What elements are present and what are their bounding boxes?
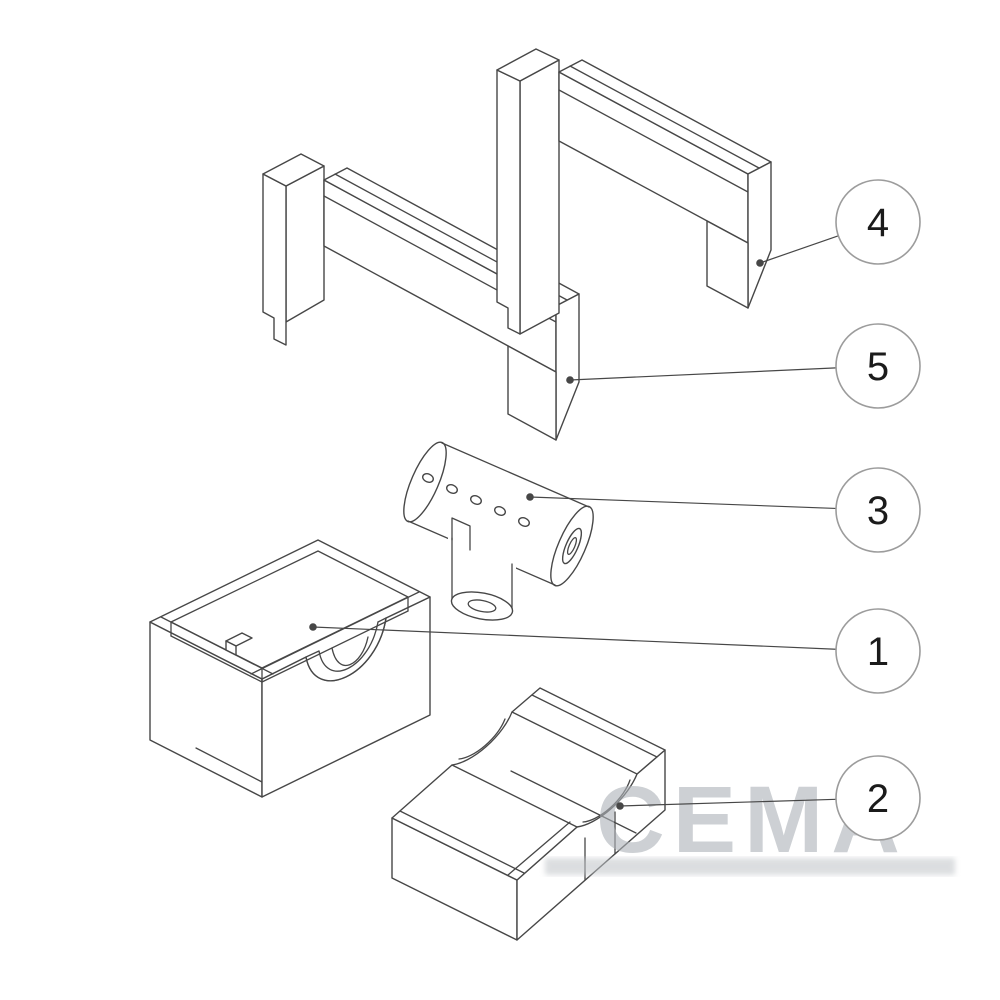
callout-2: 2 bbox=[616, 755, 921, 841]
part-4-drawing-segment bbox=[706, 220, 749, 309]
callouts-layer: 4 5 3 1 2 bbox=[309, 179, 921, 841]
callout-number: 3 bbox=[867, 489, 889, 533]
part-3-drawing-segment bbox=[494, 506, 506, 516]
callout-number: 5 bbox=[867, 345, 889, 389]
part-1-drawing-segment bbox=[331, 636, 369, 667]
part-3-drawing-segment bbox=[566, 537, 578, 555]
callout-leader-dot bbox=[616, 802, 624, 810]
callout-circle bbox=[835, 179, 921, 265]
part-2-drawing-segment bbox=[507, 821, 571, 876]
callout-4: 4 bbox=[756, 179, 921, 267]
part-5-drawing-segment bbox=[507, 345, 557, 441]
callout-leader-line bbox=[312, 626, 837, 650]
part-1-drawing-segment bbox=[195, 747, 263, 783]
part-3-drawing-segment bbox=[446, 484, 458, 494]
part-3-drawing-segment bbox=[561, 527, 583, 565]
callout-leader-line bbox=[759, 235, 839, 264]
callout-leader-dot bbox=[526, 493, 534, 501]
callout-number: 4 bbox=[867, 201, 889, 245]
part-3-drawing bbox=[403, 441, 594, 621]
part-3-drawing-segment bbox=[470, 495, 482, 505]
part-2-drawing-segment bbox=[582, 779, 631, 823]
part-4-drawing-segment bbox=[747, 161, 772, 309]
callout-leader-dot bbox=[566, 376, 574, 384]
callout-number: 2 bbox=[867, 777, 889, 821]
part-4-drawing-segment bbox=[519, 59, 560, 335]
part-2-drawing-segment bbox=[391, 764, 578, 881]
callout-3: 3 bbox=[526, 467, 921, 553]
callout-5: 5 bbox=[566, 323, 921, 409]
part-4-drawing-segment bbox=[496, 69, 521, 335]
part-2-drawing-segment bbox=[511, 687, 666, 775]
part-5-drawing-segment bbox=[555, 293, 580, 441]
part-2-drawing-segment bbox=[451, 711, 513, 766]
callout-circle bbox=[835, 323, 921, 409]
callout-leader-line bbox=[529, 496, 837, 510]
part-3-drawing-segment bbox=[422, 473, 434, 483]
watermark-subtitle-blur bbox=[545, 858, 955, 875]
part-5-drawing-segment bbox=[262, 173, 287, 346]
part-1-drawing-segment bbox=[225, 640, 237, 656]
part-4-drawing-segment bbox=[558, 89, 749, 193]
part-2-drawing-segment bbox=[458, 718, 506, 760]
callout-circle bbox=[835, 467, 921, 553]
part-4-drawing-segment bbox=[569, 65, 760, 169]
part-1-drawing-segment bbox=[377, 617, 387, 623]
callout-circle bbox=[835, 608, 921, 694]
part-4-drawing bbox=[496, 48, 772, 335]
part-3-drawing-segment bbox=[450, 591, 514, 621]
callout-1: 1 bbox=[309, 608, 921, 694]
part-2-drawing-segment bbox=[531, 694, 658, 758]
part-3-drawing-segment bbox=[441, 442, 590, 508]
callout-leader-dot bbox=[309, 623, 317, 631]
part-5-drawing-segment bbox=[285, 165, 325, 323]
part-1-drawing bbox=[149, 539, 431, 798]
part-2-drawing bbox=[391, 687, 666, 941]
callout-leader-line bbox=[569, 367, 837, 381]
part-1-drawing-segment bbox=[318, 621, 379, 672]
callout-leader-dot bbox=[756, 259, 764, 267]
part-5-drawing-segment bbox=[262, 153, 325, 187]
part-2-drawing-segment bbox=[399, 810, 525, 874]
part-3-drawing-segment bbox=[467, 599, 497, 613]
callout-leader-line bbox=[619, 798, 837, 807]
part-3-drawing-segment bbox=[451, 517, 471, 551]
part-3-drawing-segment bbox=[518, 517, 530, 527]
callout-circle bbox=[835, 755, 921, 841]
part-4-drawing-segment bbox=[496, 48, 560, 82]
part-1-drawing-segment bbox=[170, 610, 409, 683]
callout-number: 1 bbox=[867, 630, 889, 674]
part-1-drawing-segment bbox=[305, 650, 320, 658]
